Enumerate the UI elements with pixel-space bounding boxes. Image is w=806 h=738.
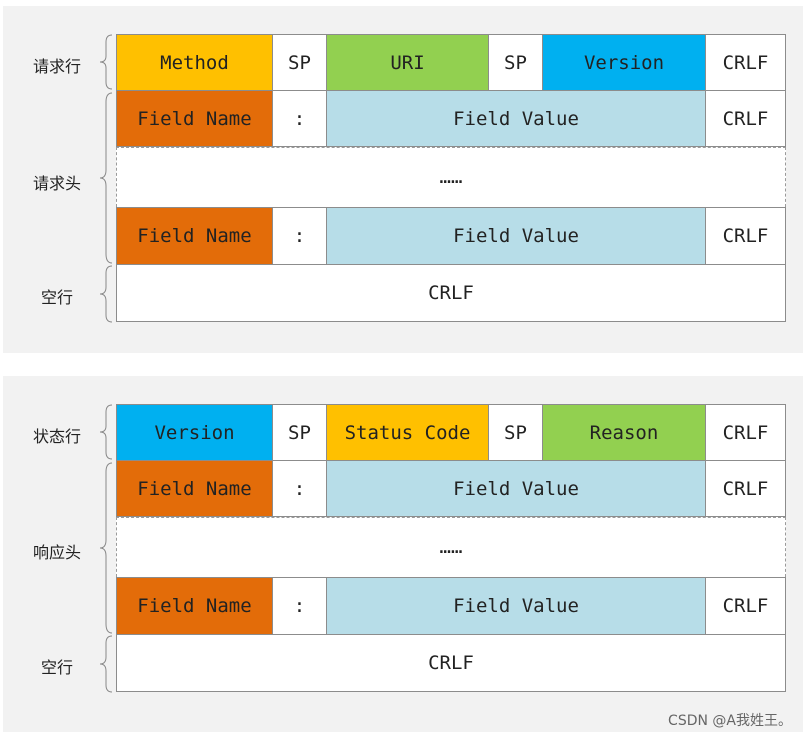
dashed-divider	[116, 517, 786, 518]
response-blank-brace	[99, 635, 113, 693]
dashed-divider	[116, 147, 117, 207]
reason-cell: Reason	[542, 404, 706, 461]
response-header-brace	[99, 462, 113, 634]
ellipsis-row	[116, 517, 786, 577]
watermark: CSDN @A我姓王。	[668, 713, 792, 729]
method-cell: Method	[116, 34, 273, 91]
sp-cell: SP	[488, 34, 543, 91]
ellipsis-row	[116, 147, 786, 207]
request-header-label: 请求头	[32, 174, 81, 193]
ellipsis-text: ……	[439, 166, 463, 188]
crlf-cell: CRLF	[705, 460, 786, 517]
request-line-label: 请求行	[32, 57, 81, 76]
status-line-label: 状态行	[32, 427, 81, 446]
colon-cell: :	[272, 207, 327, 265]
sp-cell: SP	[488, 404, 543, 461]
request-blank-brace	[99, 265, 113, 323]
version-cell: Version	[116, 404, 273, 461]
colon-cell: :	[272, 460, 327, 517]
field-name-cell: Field Name	[116, 577, 273, 635]
response-message-panel: 状态行 响应头 空行 Version SP Status Code SP Rea…	[3, 376, 803, 732]
field-value-cell: Field Value	[326, 577, 706, 635]
sp-cell: SP	[272, 34, 327, 91]
uri-cell: URI	[326, 34, 489, 91]
colon-cell: :	[272, 577, 327, 635]
status-line-brace	[99, 404, 113, 460]
crlf-cell: CRLF	[705, 207, 786, 265]
response-blank-line-label: 空行	[40, 658, 73, 677]
crlf-cell: CRLF	[705, 34, 786, 91]
colon-cell: :	[272, 90, 327, 147]
blank-line-crlf-cell: CRLF	[116, 264, 786, 322]
crlf-cell: CRLF	[705, 404, 786, 461]
crlf-cell: CRLF	[705, 577, 786, 635]
version-cell: Version	[542, 34, 706, 91]
dashed-divider	[785, 147, 786, 207]
request-blank-line-label: 空行	[40, 288, 73, 307]
request-line-brace	[99, 34, 113, 90]
request-header-brace	[99, 92, 113, 264]
dashed-divider	[785, 517, 786, 577]
field-name-cell: Field Name	[116, 207, 273, 265]
field-value-cell: Field Value	[326, 207, 706, 265]
response-header-label: 响应头	[32, 543, 81, 562]
ellipsis-text: ……	[439, 536, 463, 558]
field-name-cell: Field Name	[116, 460, 273, 517]
field-name-cell: Field Name	[116, 90, 273, 147]
dashed-divider	[116, 517, 117, 577]
status-code-cell: Status Code	[326, 404, 489, 461]
dashed-divider	[116, 147, 786, 148]
field-value-cell: Field Value	[326, 90, 706, 147]
request-message-panel: 请求行 请求头 空行 Method SP URI SP Version CRLF…	[3, 6, 803, 353]
crlf-cell: CRLF	[705, 90, 786, 147]
sp-cell: SP	[272, 404, 327, 461]
blank-line-crlf-cell: CRLF	[116, 634, 786, 692]
field-value-cell: Field Value	[326, 460, 706, 517]
